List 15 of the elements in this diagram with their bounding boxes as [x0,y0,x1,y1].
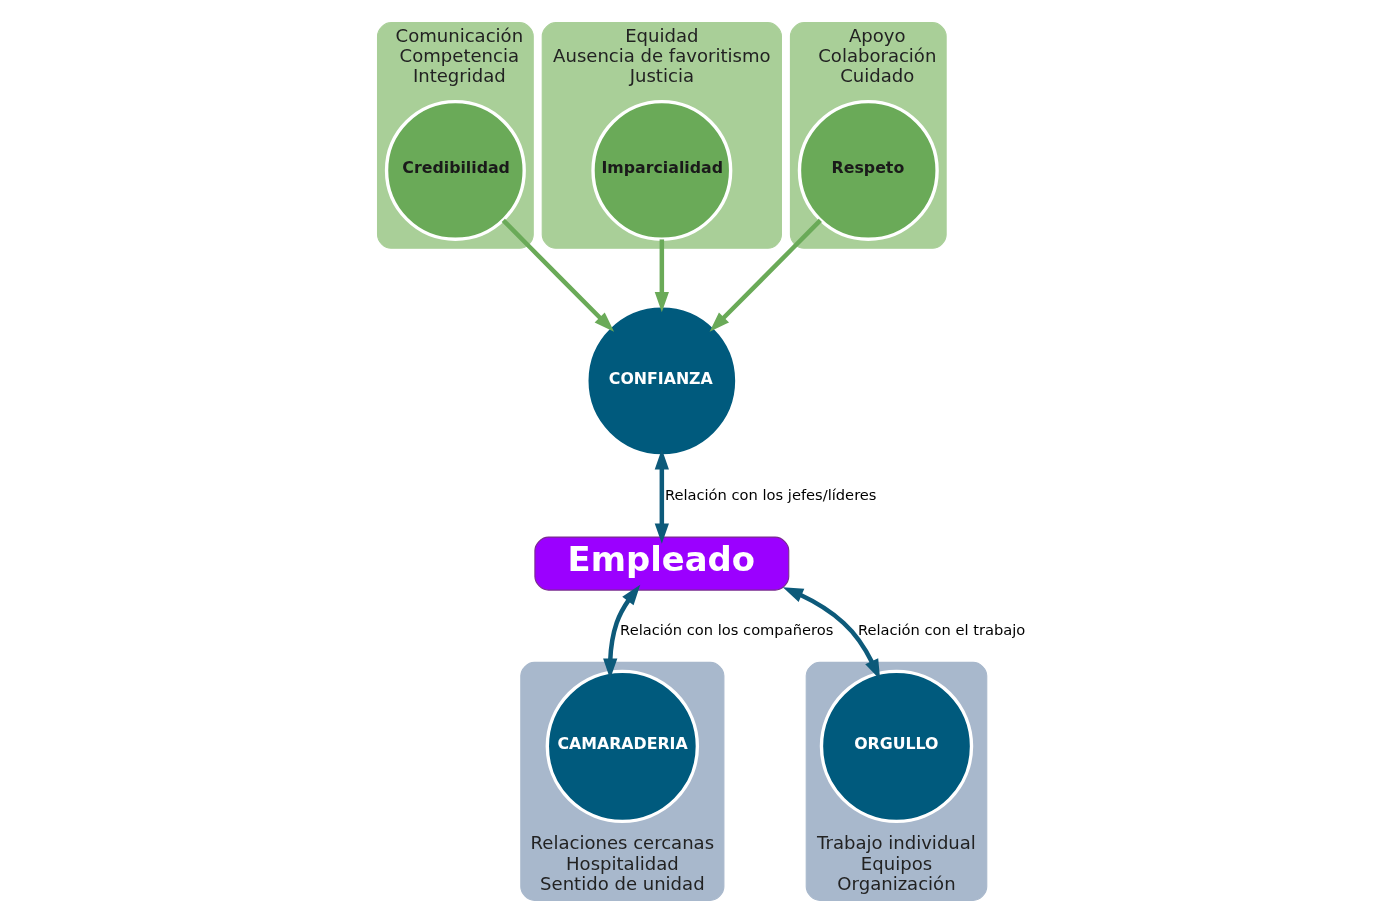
edge-label: Relación con el trabajo [857,620,1026,638]
arrow [654,448,669,544]
edge-label: Relación con los compañeros [620,620,834,638]
node-circle: Imparcialidad [591,99,733,241]
arrow [782,586,881,680]
edge-label: Relación con los jefes/líderes [664,485,877,503]
node-box: Empleado [534,536,790,591]
arrow [709,218,822,332]
arrow [501,218,615,332]
node-circle: Respeto [797,99,939,241]
node-circle: Credibilidad [384,99,526,241]
arrow [603,584,641,679]
node-circle: CAMARADERIA [545,669,700,823]
arrow [654,238,669,312]
node-circle: ORGULLO [819,669,974,823]
